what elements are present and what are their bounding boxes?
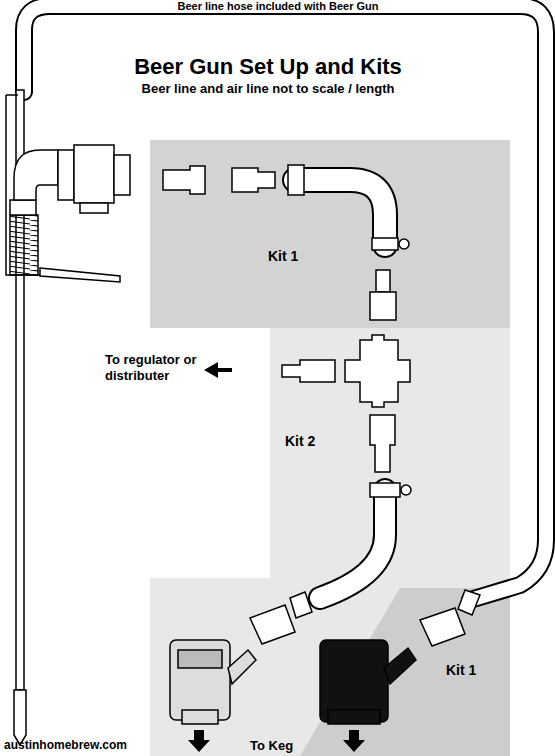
- direction-label: To regulator or distributer: [105, 352, 205, 384]
- kit-label: Kit 1: [446, 662, 476, 678]
- title: Beer Gun Set Up and Kits: [134, 54, 402, 80]
- kit-label: Kit 1: [268, 248, 298, 264]
- subtitle: Beer line and air line not to scale / le…: [142, 81, 395, 96]
- hose-note: Beer line hose included with Beer Gun: [177, 0, 378, 12]
- kit-label: Kit 2: [285, 433, 315, 449]
- direction-label: To Keg: [250, 738, 293, 753]
- watermark: austinhomebrew.com: [4, 738, 127, 752]
